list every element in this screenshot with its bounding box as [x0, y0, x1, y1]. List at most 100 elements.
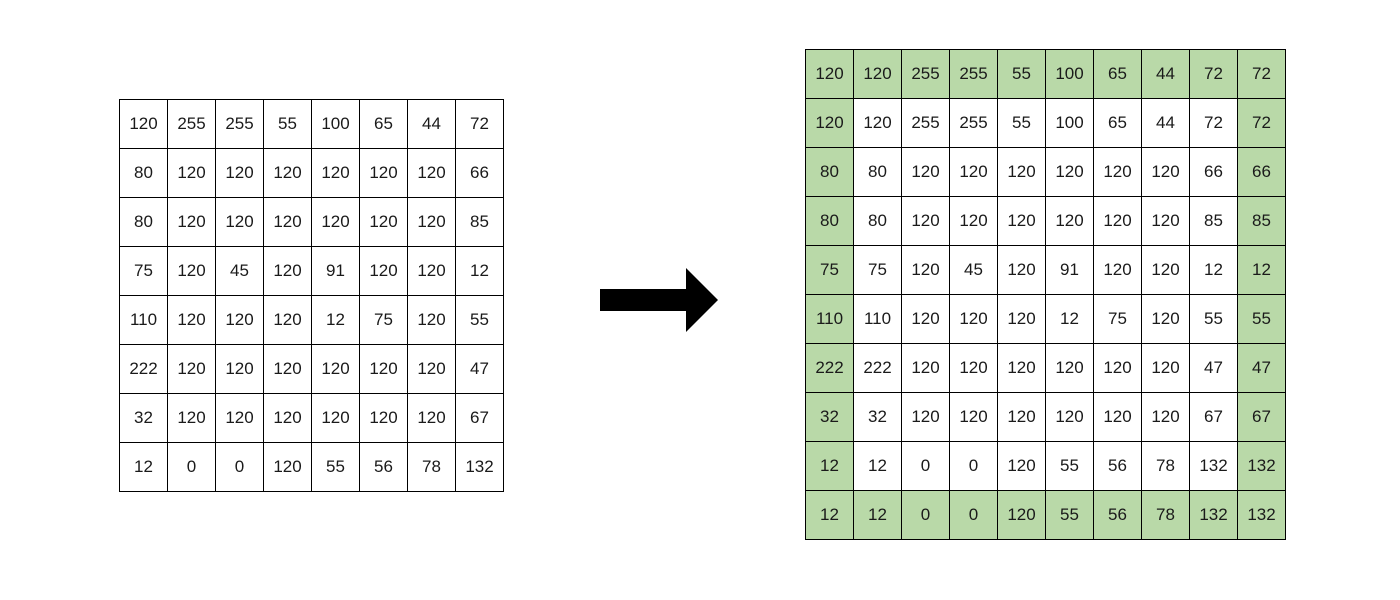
- output-cell: 80: [853, 196, 902, 246]
- input-cell: 12: [455, 246, 504, 296]
- output-cell: 12: [1045, 294, 1094, 344]
- output-padded-cell: 44: [1141, 49, 1190, 99]
- output-padded-cell: 12: [853, 490, 902, 540]
- output-padded-cell: 120: [805, 49, 854, 99]
- output-padded-cell: 56: [1093, 490, 1142, 540]
- input-cell: 55: [311, 442, 360, 492]
- input-cell: 120: [263, 197, 312, 247]
- output-cell: 120: [997, 441, 1046, 491]
- output-cell: 44: [1141, 98, 1190, 148]
- input-cell: 66: [455, 148, 504, 198]
- output-cell: 91: [1045, 245, 1094, 295]
- output-cell: 67: [1189, 392, 1238, 442]
- output-cell: 120: [997, 245, 1046, 295]
- output-cell: 120: [1093, 245, 1142, 295]
- input-cell: 55: [263, 99, 312, 149]
- input-cell: 75: [359, 295, 408, 345]
- input-cell: 120: [311, 344, 360, 394]
- output-padded-cell: 120: [805, 98, 854, 148]
- input-cell: 120: [167, 148, 216, 198]
- output-cell: 120: [949, 343, 998, 393]
- output-cell: 120: [901, 147, 950, 197]
- input-cell: 120: [215, 148, 264, 198]
- output-cell: 12: [1189, 245, 1238, 295]
- input-cell: 120: [263, 148, 312, 198]
- input-cell: 0: [215, 442, 264, 492]
- input-cell: 120: [167, 197, 216, 247]
- input-cell: 120: [215, 344, 264, 394]
- input-cell: 120: [215, 295, 264, 345]
- output-cell: 120: [1045, 392, 1094, 442]
- output-cell: 75: [853, 245, 902, 295]
- input-cell: 120: [407, 295, 456, 345]
- output-cell: 120: [1141, 196, 1190, 246]
- output-cell: 80: [853, 147, 902, 197]
- input-cell: 75: [119, 246, 168, 296]
- output-padded-cell: 65: [1093, 49, 1142, 99]
- output-cell: 255: [949, 98, 998, 148]
- output-padded-cell: 12: [805, 441, 854, 491]
- output-cell: 120: [997, 147, 1046, 197]
- input-cell: 80: [119, 197, 168, 247]
- right-arrow-icon: [600, 268, 718, 332]
- output-cell: 120: [997, 196, 1046, 246]
- output-padded-cell: 120: [853, 49, 902, 99]
- output-cell: 120: [1045, 147, 1094, 197]
- input-cell: 120: [407, 197, 456, 247]
- input-cell: 72: [455, 99, 504, 149]
- input-cell: 120: [359, 148, 408, 198]
- output-cell: 120: [1141, 294, 1190, 344]
- output-padded-cell: 132: [1237, 490, 1286, 540]
- input-cell: 44: [407, 99, 456, 149]
- output-cell: 120: [997, 294, 1046, 344]
- output-cell: 120: [901, 196, 950, 246]
- output-cell: 120: [901, 343, 950, 393]
- output-padded-cell: 222: [805, 343, 854, 393]
- input-cell: 47: [455, 344, 504, 394]
- output-padded-cell: 67: [1237, 392, 1286, 442]
- output-padded-cell: 55: [997, 49, 1046, 99]
- output-cell: 120: [997, 392, 1046, 442]
- output-padded-cell: 120: [997, 490, 1046, 540]
- output-padded-cell: 12: [805, 490, 854, 540]
- output-padded-cell: 47: [1237, 343, 1286, 393]
- input-cell: 120: [263, 393, 312, 443]
- input-cell: 12: [119, 442, 168, 492]
- output-padded-cell: 78: [1141, 490, 1190, 540]
- output-cell: 120: [1045, 196, 1094, 246]
- input-cell: 0: [167, 442, 216, 492]
- output-cell: 78: [1141, 441, 1190, 491]
- input-cell: 120: [167, 295, 216, 345]
- input-cell: 120: [215, 393, 264, 443]
- input-cell: 120: [263, 295, 312, 345]
- input-cell: 120: [407, 344, 456, 394]
- output-cell: 222: [853, 343, 902, 393]
- arrow-shape: [600, 268, 718, 332]
- output-cell: 120: [1045, 343, 1094, 393]
- output-padded-cell: 132: [1237, 441, 1286, 491]
- output-cell: 120: [997, 343, 1046, 393]
- output-cell: 65: [1093, 98, 1142, 148]
- output-cell: 120: [853, 98, 902, 148]
- input-cell: 120: [359, 393, 408, 443]
- output-cell: 0: [949, 441, 998, 491]
- output-cell: 120: [1141, 343, 1190, 393]
- input-cell: 120: [263, 344, 312, 394]
- output-padded-cell: 75: [805, 245, 854, 295]
- output-padded-cell: 255: [901, 49, 950, 99]
- input-cell: 120: [407, 246, 456, 296]
- output-padded-cell: 255: [949, 49, 998, 99]
- output-cell: 120: [949, 392, 998, 442]
- output-cell: 120: [901, 294, 950, 344]
